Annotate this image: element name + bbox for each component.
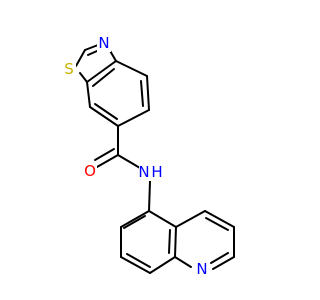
molecule-structure: S N O N H N xyxy=(62,34,235,278)
atom-sulfur: S xyxy=(64,60,74,78)
bond-c8aq-c4aq xyxy=(174,226,177,258)
bond-c4q-c3q-double xyxy=(205,217,229,231)
atom-amide-hydrogen: H xyxy=(151,163,162,181)
bond-c3a-c4 xyxy=(115,60,148,77)
amide-linker xyxy=(94,125,151,212)
bond-c8q-c8aq xyxy=(149,256,176,274)
bond-c7-c7a xyxy=(86,81,91,108)
atom-quinoline-nitrogen: N xyxy=(196,260,207,278)
bond-c2q-n1q xyxy=(212,256,235,270)
bond-c4q-c3q xyxy=(204,210,235,228)
label-bg-thiazole-nitrogen xyxy=(97,35,111,52)
bond-c7a-s xyxy=(79,72,88,83)
quinoline-ring xyxy=(120,210,235,274)
atom-labels: S N O N H N xyxy=(62,34,209,278)
bond-c7a-c3a xyxy=(86,60,117,83)
bond-c5-c6 xyxy=(117,109,150,127)
bond-c5q-c6q-double xyxy=(123,215,146,229)
bond-n1q-c8aq xyxy=(174,256,192,268)
bond-c7a-c3a-double xyxy=(92,68,115,87)
atom-carbonyl-oxygen: O xyxy=(84,162,96,180)
bond-c4aq-c4q xyxy=(175,210,206,228)
label-bg-carbonyl-oxygen xyxy=(83,162,97,179)
bond-carbonyl-o xyxy=(96,154,119,168)
atom-amide-nitrogen: N xyxy=(138,163,149,181)
bond-s-c2 xyxy=(75,49,86,67)
bond-c4-c5-double xyxy=(140,80,144,107)
atom-thiazole-nitrogen: N xyxy=(98,34,109,52)
bond-c2-n3-double xyxy=(87,50,98,56)
bond-c7q-c8q-double xyxy=(126,253,151,268)
label-bg-amide-nh xyxy=(139,164,165,181)
bond-c5q-c6q xyxy=(120,210,150,228)
bond-c6-c7-double xyxy=(94,103,118,120)
bond-c4-c5 xyxy=(146,75,150,111)
label-bg-sulfur xyxy=(62,60,76,77)
bond-c2q-n1q-double xyxy=(210,252,229,264)
bond-c8aq-c4aq-double xyxy=(168,229,171,254)
bond-c6-c7 xyxy=(89,106,119,127)
benzothiazole-ring xyxy=(75,44,150,127)
bond-carbonyl-n xyxy=(117,154,141,169)
bond-carbonyl-o-double xyxy=(94,148,115,161)
bond-c7q-c8q xyxy=(120,256,151,274)
bond-n-c5q xyxy=(148,180,151,212)
label-bg-quinoline-nitrogen xyxy=(195,260,209,277)
bond-c4aq-c5q xyxy=(148,210,177,228)
bond-c2-n3 xyxy=(84,44,99,51)
